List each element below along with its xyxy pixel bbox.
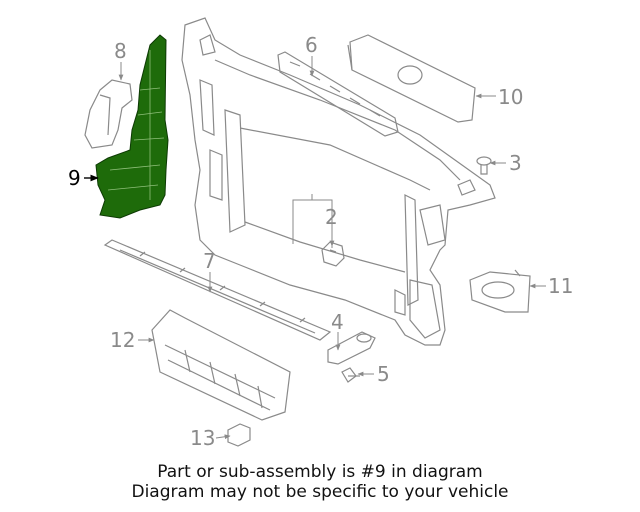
banner-line-1: Part or sub-assembly is #9 in diagram xyxy=(157,462,483,482)
callout-10: 10 xyxy=(498,85,524,109)
part-6-bracket xyxy=(277,51,399,137)
part-10-sensor xyxy=(347,34,476,123)
radiator-support-frame xyxy=(181,17,496,346)
part-12-grille-panel xyxy=(151,309,291,421)
callout-7: 7 xyxy=(203,249,216,273)
part-4-bracket xyxy=(327,331,376,365)
parts-diagram xyxy=(84,17,546,447)
callout-5: 5 xyxy=(377,362,390,386)
part-9-air-duct xyxy=(95,34,169,219)
part-11-vent-bracket xyxy=(469,269,531,313)
callout-4: 4 xyxy=(331,310,344,334)
part-5-bolt xyxy=(341,367,360,383)
leader-lines xyxy=(118,56,546,440)
banner-line-2: Diagram may not be specific to your vehi… xyxy=(131,482,509,502)
part-13-clip xyxy=(227,423,251,447)
callout-13: 13 xyxy=(190,426,216,450)
part-3-screw xyxy=(476,156,492,175)
callout-3: 3 xyxy=(509,151,522,175)
callout-6: 6 xyxy=(305,33,318,57)
part-8-air-guide xyxy=(84,79,133,149)
part-7-cross-member xyxy=(103,239,332,341)
callout-2: 2 xyxy=(325,205,338,229)
callout-11: 11 xyxy=(548,274,574,298)
callout-9: 9 xyxy=(68,166,81,190)
callout-8: 8 xyxy=(114,39,127,63)
part-info-banner: Part or sub-assembly is #9 in diagram Di… xyxy=(4,458,636,506)
callout-12: 12 xyxy=(110,328,136,352)
